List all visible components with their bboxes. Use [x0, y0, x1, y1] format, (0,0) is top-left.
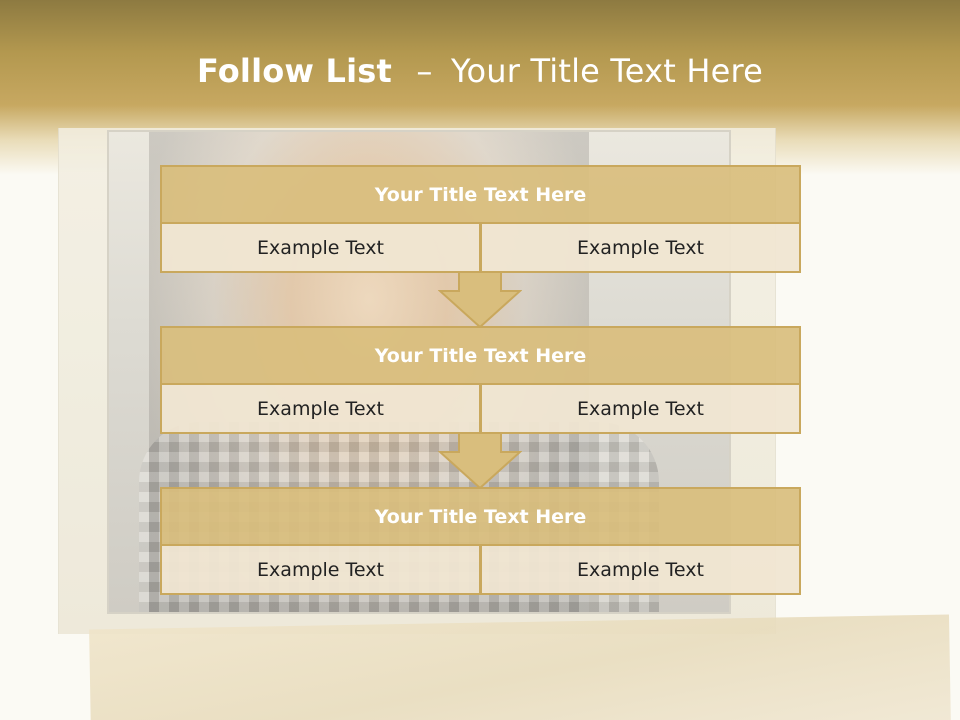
group-cell-right[interactable]: Example Text	[480, 544, 801, 595]
slide-title-bold: Follow List	[196, 52, 393, 90]
group-title-box[interactable]: Your Title Text Here	[160, 165, 801, 224]
group-cell-right[interactable]: Example Text	[480, 383, 801, 434]
follow-group-3: Your Title Text Here Example Text Exampl…	[160, 487, 801, 595]
group-cell-left[interactable]: Example Text	[160, 222, 481, 273]
down-arrow-icon	[438, 271, 522, 329]
group-title-box[interactable]: Your Title Text Here	[160, 326, 801, 385]
slide-title-rest: Your Title Text Here	[451, 52, 764, 90]
follow-group-2: Your Title Text Here Example Text Exampl…	[160, 326, 801, 434]
follow-group-1: Your Title Text Here Example Text Exampl…	[160, 165, 801, 273]
slide-title[interactable]: Follow List – Your Title Text Here	[0, 52, 960, 90]
down-arrow-icon	[438, 432, 522, 490]
group-cell-right[interactable]: Example Text	[480, 222, 801, 273]
slide-title-dash: –	[416, 52, 433, 90]
group-title-box[interactable]: Your Title Text Here	[160, 487, 801, 546]
group-cell-left[interactable]: Example Text	[160, 544, 481, 595]
group-cell-left[interactable]: Example Text	[160, 383, 481, 434]
background-paper	[89, 614, 951, 720]
